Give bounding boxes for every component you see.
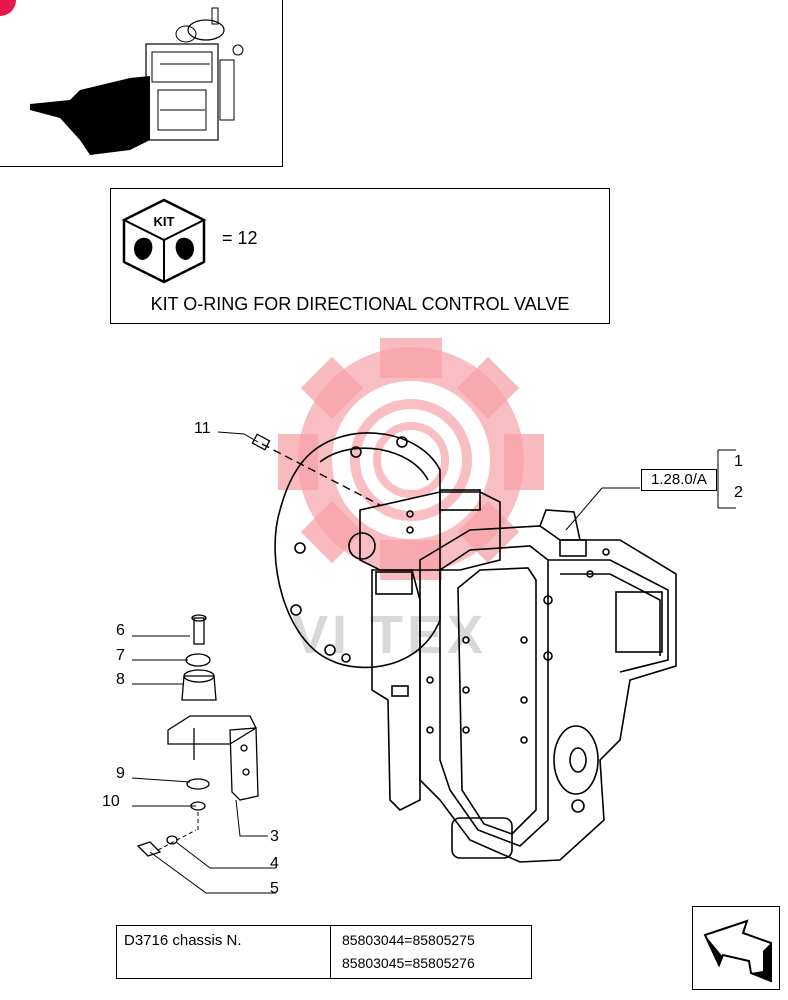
kit-description: KIT O-RING FOR DIRECTIONAL CONTROL VALVE	[150, 294, 570, 314]
callout-7: 7	[116, 647, 125, 664]
callout-3: 3	[270, 828, 279, 845]
callout-10: 10	[102, 793, 120, 810]
next-page-arrow-icon	[703, 919, 772, 983]
reference-link[interactable]: 1.28.0/A	[641, 469, 717, 491]
chassis-range-1: 85803044=85805275	[342, 932, 475, 948]
chassis-table	[116, 925, 532, 979]
callout-11: 11	[194, 420, 211, 437]
kit-badge-text: KIT	[154, 214, 175, 229]
callout-9: 9	[116, 765, 125, 782]
reference-item-2: 2	[734, 484, 743, 501]
kit-quantity: = 12	[222, 228, 258, 248]
chassis-label: D3716 chassis N.	[124, 932, 242, 949]
callout-8: 8	[116, 671, 125, 688]
watermark-text: VI TEX	[292, 605, 488, 665]
callout-4: 4	[270, 855, 279, 872]
engine-thumbnail	[0, 0, 283, 167]
next-page-button[interactable]	[692, 906, 780, 990]
kit-cube-icon: KIT	[121, 198, 207, 284]
chassis-table-divider	[330, 925, 331, 979]
callout-5: 5	[270, 880, 279, 897]
engine-thumbnail-drawing	[30, 7, 244, 155]
callout-6: 6	[116, 622, 125, 639]
chassis-range-2: 85803045=85805276	[342, 955, 475, 971]
kit-info-box	[110, 188, 610, 324]
watermark-gear-icon	[278, 338, 544, 580]
reference-item-1: 1	[734, 453, 743, 470]
